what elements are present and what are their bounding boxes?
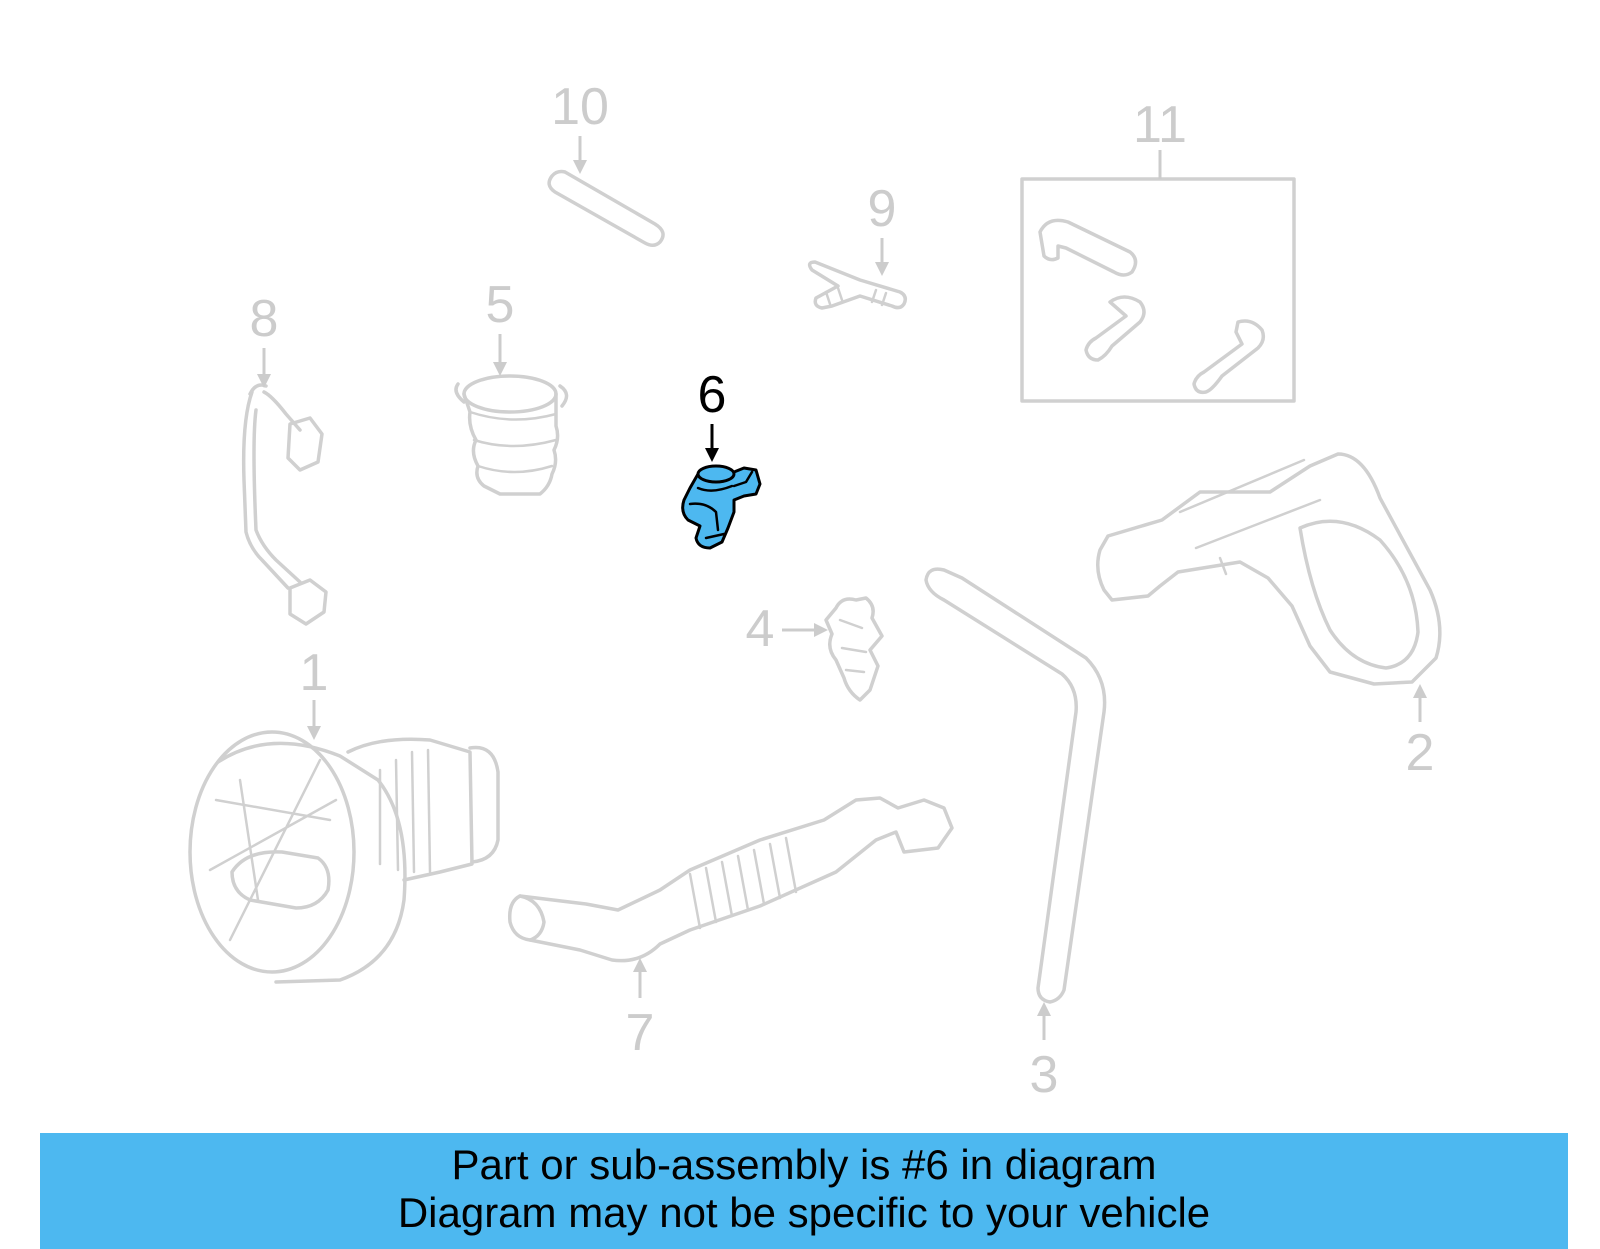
callout-5: 5 xyxy=(486,276,515,376)
svg-text:11: 11 xyxy=(1133,96,1187,154)
svg-text:7: 7 xyxy=(626,1004,655,1062)
svg-text:10: 10 xyxy=(551,78,609,136)
part-2-bracket xyxy=(1096,452,1442,686)
callout-3: 3 xyxy=(1030,1002,1059,1104)
part-1-air-pump xyxy=(188,730,500,984)
callout-9: 9 xyxy=(868,180,897,276)
callout-6: 6 xyxy=(698,366,727,462)
banner-line-part-number: Part or sub-assembly is #6 in diagram xyxy=(451,1141,1157,1188)
part-6-connector xyxy=(681,464,762,550)
callout-10: 10 xyxy=(551,78,609,174)
svg-text:5: 5 xyxy=(486,276,515,334)
callout-7: 7 xyxy=(626,958,655,1062)
callout-1: 1 xyxy=(300,644,329,740)
svg-text:9: 9 xyxy=(868,180,897,238)
svg-text:8: 8 xyxy=(250,290,279,348)
callout-8: 8 xyxy=(250,290,279,388)
svg-text:1: 1 xyxy=(300,644,329,702)
callout-2: 2 xyxy=(1406,684,1435,782)
part-5-boot xyxy=(454,374,569,496)
info-banner: Part or sub-assembly is #6 in diagram Di… xyxy=(40,1133,1568,1249)
part-3-hose xyxy=(924,567,1107,1004)
svg-text:4: 4 xyxy=(746,600,775,658)
callout-11: 11 xyxy=(1133,96,1187,179)
part-9-t-connector xyxy=(807,260,908,310)
svg-text:3: 3 xyxy=(1030,1046,1059,1104)
part-8-pipe xyxy=(241,383,328,626)
banner-line-disclaimer: Diagram may not be specific to your vehi… xyxy=(397,1189,1211,1236)
part-10-hose xyxy=(547,169,665,247)
part-4-bracket xyxy=(824,596,884,702)
part-11-hose-kit xyxy=(1020,177,1296,403)
part-7-duct xyxy=(507,796,954,963)
svg-text:2: 2 xyxy=(1406,724,1435,782)
svg-text:6: 6 xyxy=(698,366,727,424)
callout-4: 4 xyxy=(746,600,828,658)
